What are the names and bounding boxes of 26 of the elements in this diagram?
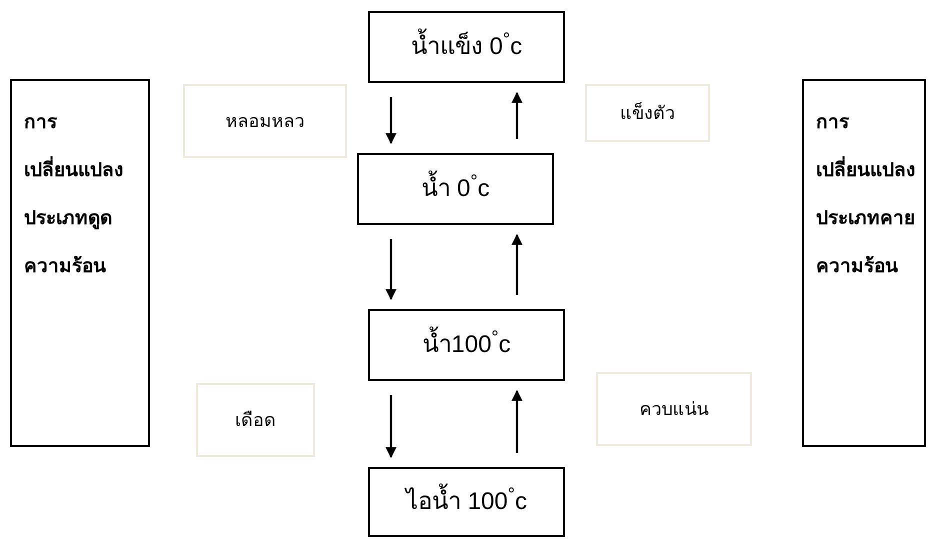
arrow bbox=[386, 97, 396, 144]
process-label-box bbox=[196, 383, 315, 457]
process-text: หลอมหลว bbox=[226, 110, 304, 132]
state-text: น้ำแข็ง 0$^{°}$c bbox=[410, 29, 522, 62]
arrow bbox=[512, 234, 522, 295]
arrow bbox=[386, 239, 396, 300]
category-box bbox=[802, 79, 926, 447]
state-text: ไอน้ำ 100$^{°}$c bbox=[406, 484, 527, 517]
state-text: น้ำ100$^{°}$c bbox=[422, 327, 511, 360]
state-box bbox=[368, 467, 565, 537]
arrow bbox=[386, 395, 396, 458]
arrow bbox=[512, 92, 522, 139]
process-text: เดือด bbox=[235, 408, 276, 432]
arrow bbox=[512, 390, 522, 453]
process-label-box bbox=[183, 84, 347, 158]
process-label-box bbox=[585, 84, 710, 142]
state-box bbox=[368, 11, 565, 83]
state-text: น้ำ 0$^{°}$c bbox=[421, 171, 490, 204]
state-box bbox=[368, 309, 565, 381]
process-text: ควบแน่น bbox=[640, 398, 708, 420]
process-label-box bbox=[596, 372, 752, 446]
state-box bbox=[357, 153, 554, 225]
category-text: การเปลี่ยนแปลงประเภทดูดความร้อน bbox=[24, 111, 124, 279]
category-box bbox=[10, 79, 150, 447]
process-text: แข็งตัว bbox=[620, 101, 675, 124]
category-text: การเปลี่ยนแปลงประเภทคายความร้อน bbox=[816, 111, 916, 279]
